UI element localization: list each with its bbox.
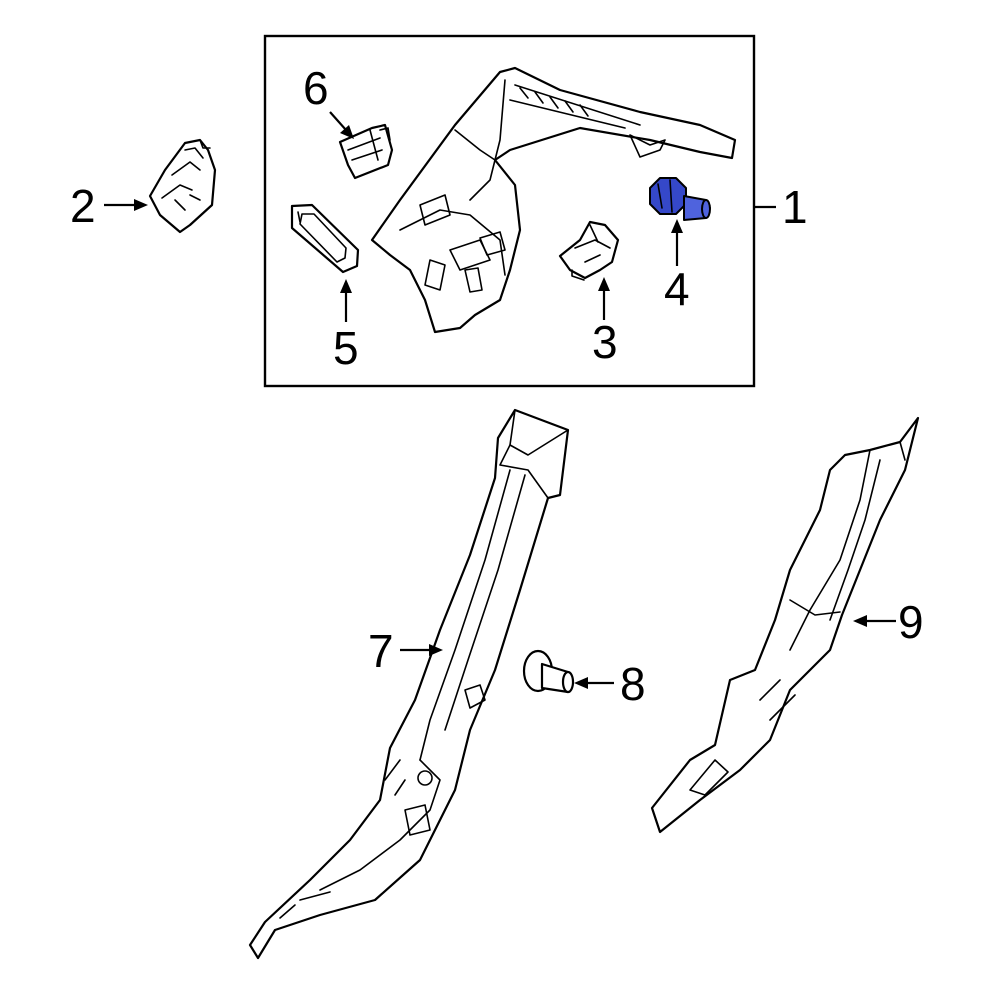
assembly-group-box — [263, 34, 756, 388]
part-9-trim-panel[interactable] — [650, 416, 920, 834]
callout-4: 4 — [664, 263, 690, 315]
part-2-bracket[interactable] — [148, 138, 217, 234]
leader-6 — [329, 111, 354, 139]
callout-2: 2 — [70, 180, 96, 232]
leader-7 — [400, 644, 443, 656]
part-8-screw[interactable] — [522, 649, 575, 694]
leader-9 — [853, 615, 896, 627]
callout-5: 5 — [333, 322, 359, 374]
leader-3 — [598, 277, 610, 320]
callout-6: 6 — [303, 62, 329, 114]
callout-7: 7 — [368, 625, 394, 677]
callout-1: 1 — [782, 181, 808, 233]
leader-8 — [574, 677, 614, 689]
part-1-inner-panel[interactable] — [370, 66, 737, 334]
part-7-pillar-trim[interactable] — [248, 408, 570, 960]
part-4-bolt[interactable] — [649, 177, 711, 221]
leader-4 — [671, 219, 683, 266]
leader-5 — [340, 279, 352, 322]
callout-8: 8 — [620, 658, 646, 710]
leader-2 — [104, 199, 148, 211]
part-3-bracket[interactable] — [558, 220, 620, 281]
callout-9: 9 — [898, 596, 924, 648]
callout-3: 3 — [592, 316, 618, 368]
part-5-plug[interactable] — [290, 203, 360, 274]
